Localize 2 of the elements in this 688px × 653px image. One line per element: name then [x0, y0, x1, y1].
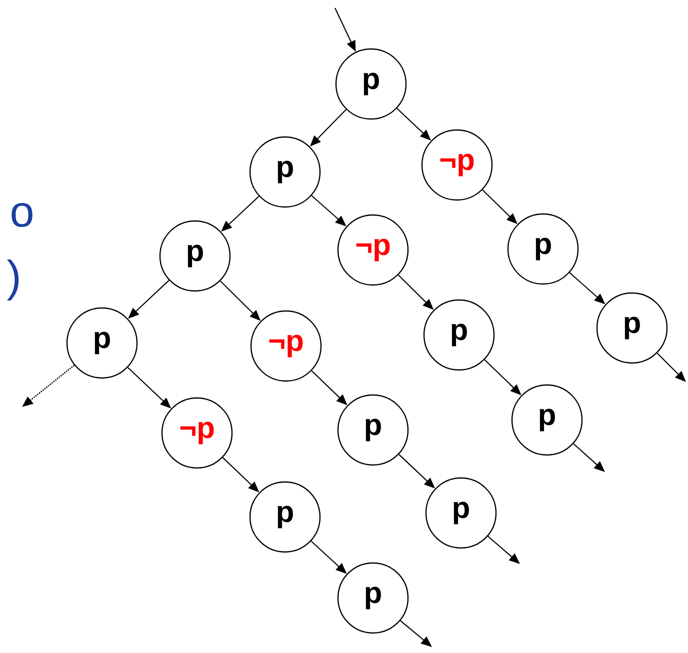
- text-fragment: o: [12, 202, 32, 228]
- text-fragment: ): [6, 260, 19, 300]
